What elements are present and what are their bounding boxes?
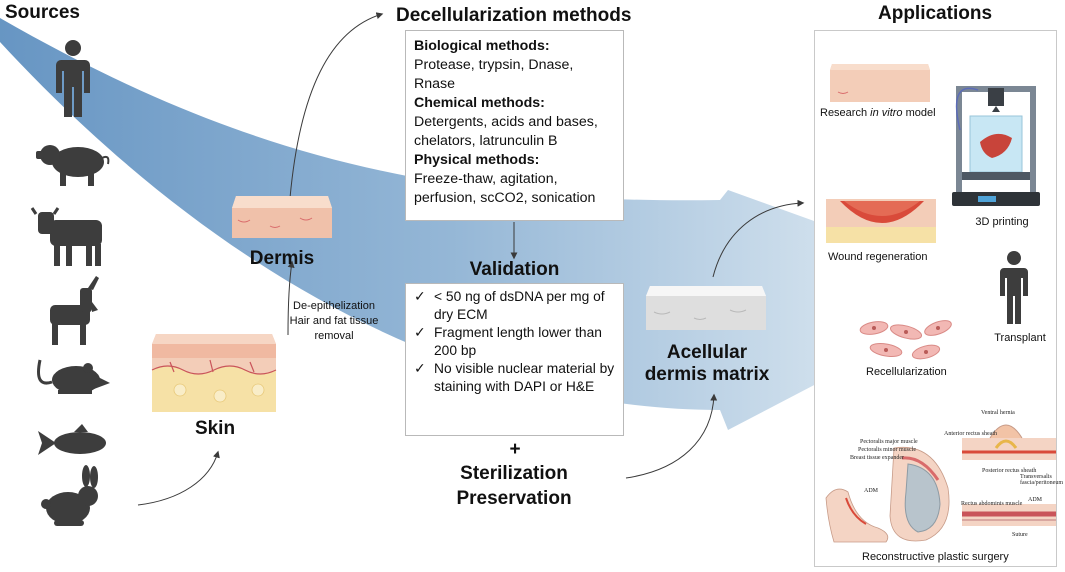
label-pect-minor: Pectoralis minor muscle: [858, 447, 916, 453]
preservation-label: Preservation: [456, 488, 572, 509]
label-posterior-sheath: Posterior rectus sheath: [982, 468, 1037, 474]
3d-printing-label: 3D printing: [975, 216, 1029, 228]
arrow-matrix-to-applications: [712, 199, 805, 278]
process-note: De-epithelization Hair and fat tissue re…: [286, 299, 382, 344]
research-label: Research in vitro model: [820, 107, 936, 119]
physical-methods-text: Freeze-thaw, agitation, perfusion, scCO2…: [414, 171, 596, 206]
sources-column: [30, 40, 110, 526]
label-breast-expander: Breast tissue expander: [850, 455, 904, 461]
human-icon: [56, 40, 90, 117]
goat-icon: [50, 276, 99, 345]
acellular-line2: dermis matrix: [644, 364, 770, 385]
fish-icon: [38, 424, 106, 455]
arrow-dermis-to-methods: [289, 12, 384, 199]
arrow-sterilization-to-matrix: [625, 393, 718, 479]
3d-printer-image: [952, 86, 1040, 206]
chemical-methods-text: Detergents, acids and bases, chelators, …: [414, 114, 598, 149]
label-adm-2: ADM: [1028, 497, 1043, 503]
label-suture: Suture: [1012, 532, 1028, 538]
label-ventral-hernia: Ventral hernia: [981, 410, 1015, 416]
check-icon: ✓: [414, 360, 426, 376]
dermis-tissue-image: [232, 196, 332, 238]
rat-icon: [37, 359, 110, 394]
validation-item: ✓Fragment length lower than 200 bp: [414, 324, 602, 358]
decellularization-title: Decellularization methods: [396, 5, 632, 26]
wound-image: [826, 199, 936, 243]
acellular-matrix-label: Acellular dermis matrix: [640, 342, 774, 386]
chemical-methods-heading: Chemical methods:: [414, 95, 545, 111]
research-model-image: [830, 64, 930, 102]
reconstructive-surgery-illustration: [825, 424, 1056, 543]
arrow-skin-to-dermis: [287, 260, 295, 336]
biological-methods-heading: Biological methods:: [414, 38, 550, 54]
physical-methods-heading: Physical methods:: [414, 152, 540, 168]
validation-item: ✓< 50 ng of dsDNA per mg of dry ECM: [414, 288, 605, 322]
biological-methods-text: Protease, trypsin, Dnase, Rnase: [414, 57, 574, 92]
validation-box: ✓< 50 ng of dsDNA per mg of dry ECM ✓Fra…: [405, 283, 624, 436]
transplant-label: Transplant: [994, 332, 1046, 344]
recellularization-label: Recellularization: [866, 366, 947, 378]
acellular-matrix-image: [646, 286, 766, 330]
transplant-human-icon: [1000, 251, 1028, 324]
check-icon: ✓: [414, 288, 426, 304]
process-note-line1: De-epithelization: [293, 300, 375, 312]
process-note-line3: removal: [314, 330, 354, 342]
acellular-line1: Acellular: [666, 342, 748, 363]
recellularization-image: [859, 320, 952, 360]
sterilization-label: Sterilization: [460, 463, 568, 484]
pig-icon: [36, 145, 110, 186]
validation-item: ✓No visible nuclear material by staining…: [414, 360, 615, 394]
label-pect-major: Pectoralis major muscle: [860, 439, 918, 445]
cow-icon: [30, 207, 102, 266]
label-transversalis: Transversalis fascia/peritoneum: [1020, 474, 1063, 486]
skin-label: Skin: [194, 418, 236, 439]
plus-sign: +: [509, 439, 521, 460]
validation-title: Validation: [469, 259, 560, 280]
reconstructive-surgery-label: Reconstructive plastic surgery: [862, 551, 1009, 563]
wound-regeneration-label: Wound regeneration: [828, 251, 928, 263]
rabbit-icon: [41, 465, 98, 526]
skin-tissue-image: [151, 334, 277, 412]
applications-title: Applications: [878, 3, 993, 24]
process-note-line2: Hair and fat tissue: [289, 315, 379, 327]
dermis-label: Dermis: [249, 248, 315, 269]
sources-title: Sources: [5, 2, 80, 23]
label-anterior-sheath: Anterior rectus sheath: [944, 431, 997, 437]
decellularization-methods-box: Biological methods: Protease, trypsin, D…: [405, 30, 624, 221]
label-rectus-abdominis: Rectus abdominis muscle: [961, 501, 1023, 507]
arrow-sources-to-skin: [137, 450, 220, 506]
check-icon: ✓: [414, 324, 426, 340]
label-adm-1: ADM: [864, 488, 879, 494]
